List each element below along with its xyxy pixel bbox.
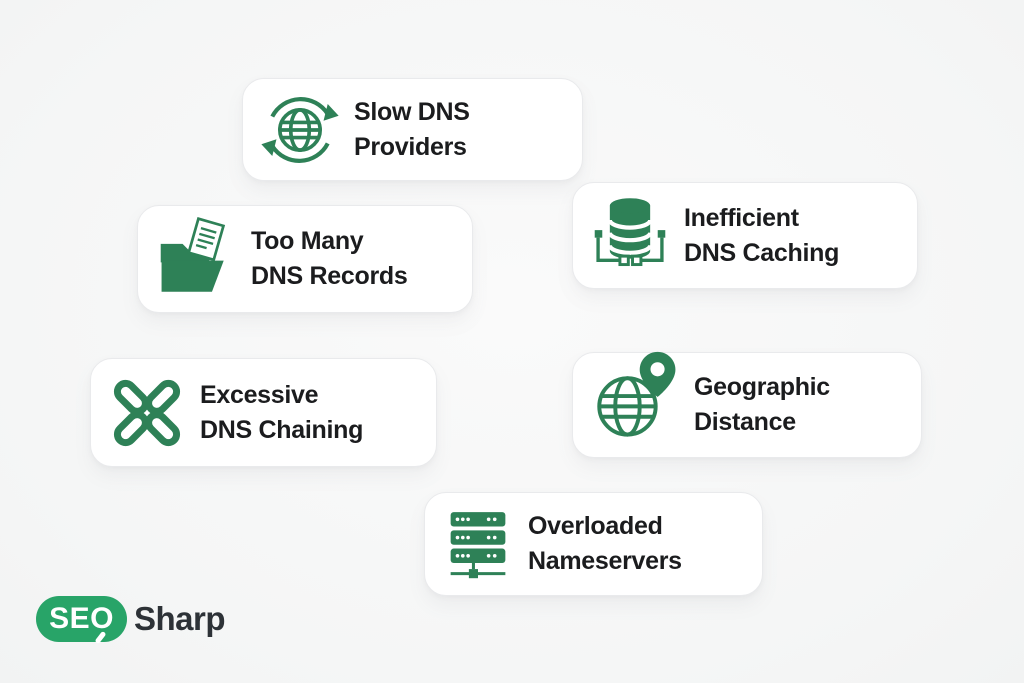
- seo-pill: SEO: [36, 596, 127, 645]
- open-folder-documents-icon: [153, 217, 239, 301]
- chain-links-icon: [106, 372, 188, 454]
- card-inefficient-dns-caching: Inefficient DNS Caching: [572, 182, 918, 289]
- card-slow-dns-providers: Slow DNS Providers: [242, 78, 583, 181]
- card-title-line1: Inefficient: [684, 203, 799, 232]
- card-title-line2: Nameservers: [528, 547, 682, 575]
- card-title: Geographic Distance: [694, 370, 830, 440]
- seo-wordmark: SEO: [49, 602, 114, 635]
- server-stack-icon: [440, 504, 516, 584]
- card-title-line2: Distance: [694, 408, 796, 436]
- card-title: Slow DNS Providers: [354, 95, 470, 165]
- card-title: Inefficient DNS Caching: [684, 201, 839, 271]
- card-title-line2: DNS Records: [251, 262, 408, 290]
- globe-sync-icon: [258, 88, 342, 172]
- globe-location-pin-icon: [588, 351, 682, 444]
- card-title-line2: DNS Chaining: [200, 415, 364, 444]
- card-overloaded-nameservers: Overloaded Nameservers: [424, 492, 763, 596]
- sharp-wordmark: Sharp: [134, 600, 226, 637]
- card-excessive-dns-chaining: Excessive DNS Chaining: [90, 358, 437, 467]
- card-title-line2: DNS Caching: [684, 238, 840, 267]
- card-title-line1: Excessive: [200, 380, 319, 409]
- card-title: Excessive DNS Chaining: [200, 378, 363, 448]
- card-title-line2: Providers: [354, 132, 467, 161]
- card-title-line1: Too Many: [251, 227, 364, 255]
- database-network-icon: [588, 193, 672, 279]
- brand-logo: SEO Sharp: [36, 596, 226, 645]
- card-title-line1: Overloaded: [528, 512, 663, 540]
- card-too-many-dns-records: Too Many DNS Records: [137, 205, 473, 313]
- card-title: Too Many DNS Records: [251, 224, 408, 294]
- card-title: Overloaded Nameservers: [528, 509, 682, 579]
- card-title-line1: Geographic: [694, 373, 830, 401]
- card-geographic-distance: Geographic Distance: [572, 351, 922, 458]
- card-title-line1: Slow DNS: [354, 97, 470, 126]
